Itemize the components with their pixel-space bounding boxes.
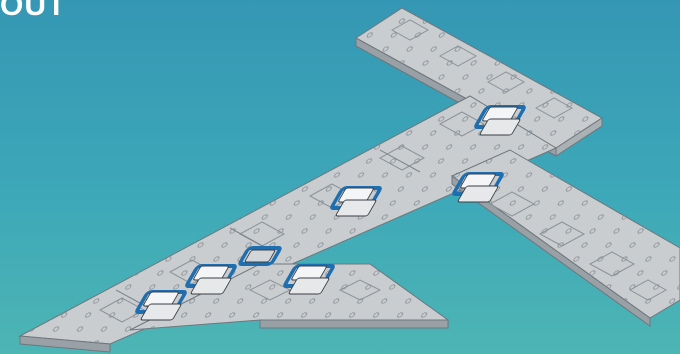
connector-clip-4 <box>239 248 280 264</box>
